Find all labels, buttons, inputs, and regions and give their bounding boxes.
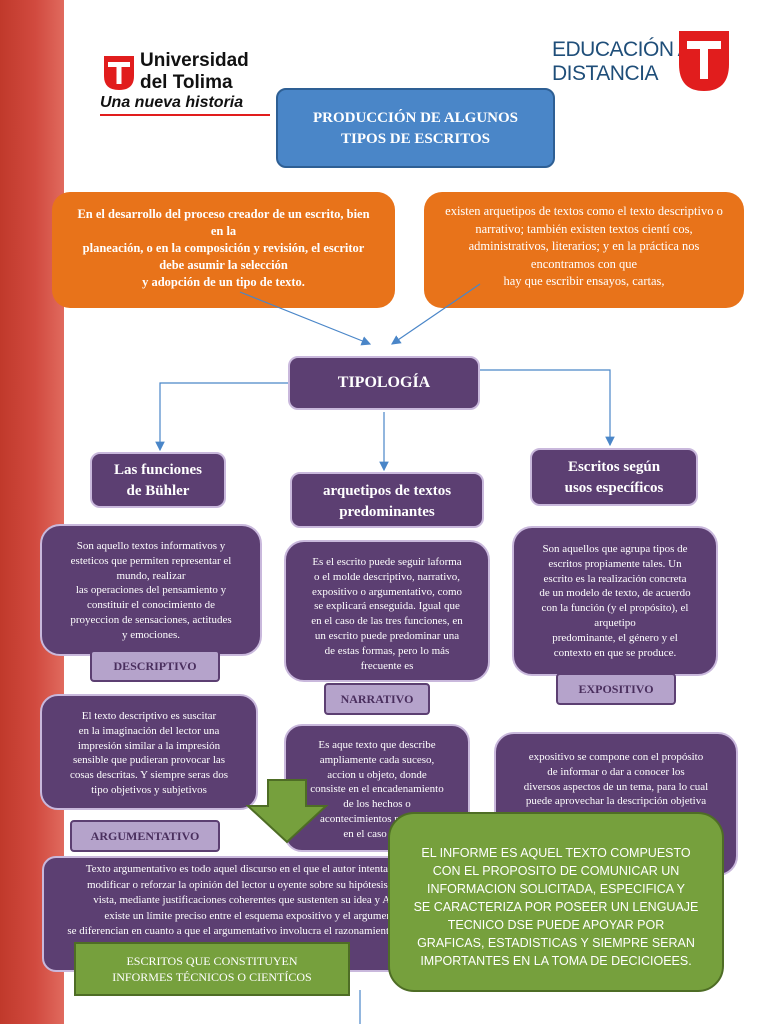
intro-left-box: En el desarrollo del proceso creador de …	[52, 192, 395, 308]
logo-underline	[100, 114, 270, 116]
intro-right-box: existen arquetipos de textos como el tex…	[424, 192, 744, 308]
left-red-sidebar	[0, 0, 64, 1024]
arquetipos-body: Es el escrito puede seguir laforma o el …	[284, 540, 490, 682]
page-title: PRODUCCIÓN DE ALGUNOS TIPOS DE ESCRITOS	[276, 88, 555, 168]
right-logo-line1: EDUCACIÓN A	[552, 38, 692, 61]
tipologia-node: TIPOLOGÍA	[288, 356, 480, 410]
usos-heading: Escritos según usos específicos	[530, 448, 698, 506]
logo-name-line2: del Tolima	[140, 72, 233, 93]
expositivo-label: EXPOSITIVO	[556, 673, 676, 705]
escritos-informes-box: ESCRITOS QUE CONSTITUYEN INFORMES TÉCNIC…	[74, 942, 350, 996]
narrativo-label: NARRATIVO	[324, 683, 430, 715]
right-logo-line2: DISTANCIA	[552, 62, 658, 85]
logo-name-line1: Universidad	[140, 50, 249, 71]
logo-tagline: Una nueva historia	[100, 94, 244, 111]
argumentativo-label: ARGUMENTATIVO	[70, 820, 220, 852]
buhler-heading: Las funciones de Bühler	[90, 452, 226, 508]
descriptivo-body: El texto descriptivo es suscitar en la i…	[40, 694, 258, 810]
usos-body: Son aquellos que agrupa tipos de escrito…	[512, 526, 718, 676]
descriptivo-label: DESCRIPTIVO	[90, 650, 220, 682]
educacion-distancia-logo: EDUCACIÓN A DISTANCIA	[552, 28, 732, 96]
universidad-logo: Universidad del Tolima Una nueva histori…	[100, 50, 275, 118]
arquetipos-heading: arquetipos de textos predominantes	[290, 472, 484, 528]
buhler-body: Son aquello textos informativos y esteti…	[40, 524, 262, 656]
informe-box: EL INFORME ES AQUEL TEXTO COMPUESTO CON …	[388, 812, 724, 992]
ut-shield-icon	[104, 56, 134, 90]
ut-shield-large-icon	[679, 31, 729, 91]
